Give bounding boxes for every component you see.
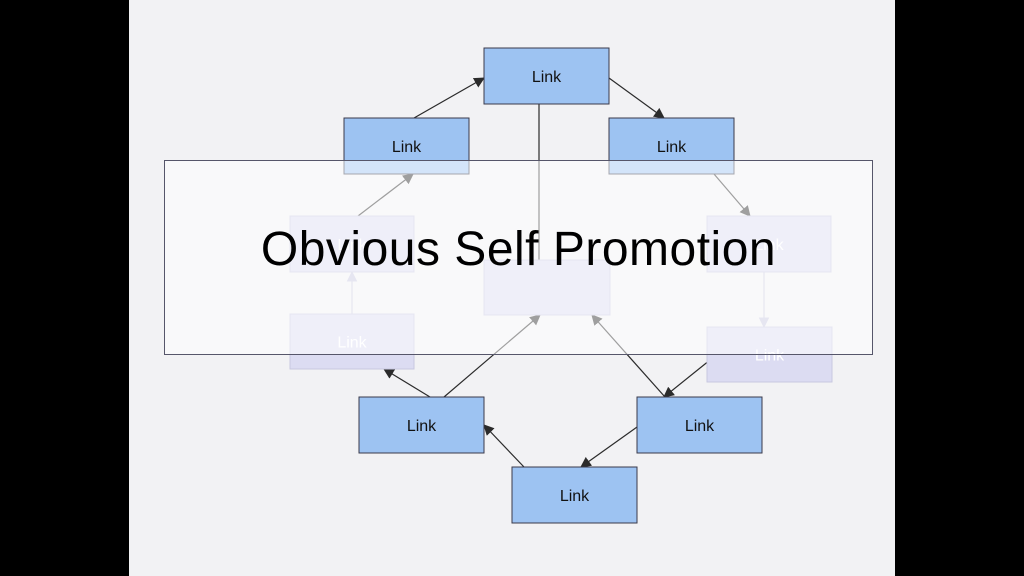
node-label-bottom: Link (560, 488, 590, 505)
edge-lower-left-to-lower-left-faded (383, 368, 431, 398)
edge-lower-right-to-bottom (580, 426, 638, 468)
node-label-lower-right: Link (685, 418, 715, 435)
node-box-lower-right (636, 396, 763, 454)
node-label-lower-left: Link (407, 418, 437, 435)
node-box-lower-left (358, 396, 485, 454)
node-box-bottom (511, 466, 638, 524)
node-box-top (483, 47, 610, 105)
node-label-top: Link (532, 69, 562, 86)
node-lower-right: Link (636, 396, 763, 454)
edge-upper-left-to-top (413, 77, 485, 119)
edge-top-to-upper-right (608, 77, 665, 119)
node-label-upper-right: Link (657, 139, 687, 156)
node-lower-left: Link (358, 396, 485, 454)
edge-lower-right-faded-to-lower-right (663, 359, 711, 398)
node-bottom: Link (511, 466, 638, 524)
node-label-upper-left: Link (392, 139, 422, 156)
overlay-title-text: Obvious Self Promotion (260, 223, 777, 276)
node-top: Link (483, 47, 610, 105)
overlay-box (164, 160, 873, 355)
edge-bottom-to-lower-left (483, 424, 525, 468)
